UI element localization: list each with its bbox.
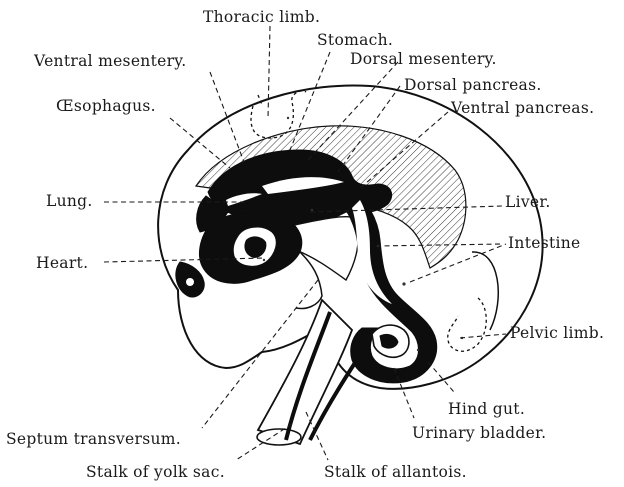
- label-intestine: Intestine: [508, 234, 581, 252]
- label-dorsal-pancreas: Dorsal pancreas.: [404, 76, 542, 94]
- label-stomach: Stomach.: [317, 31, 393, 49]
- label-liver: Liver.: [505, 193, 551, 211]
- label-ventral-pancreas: Ventral pancreas.: [450, 99, 594, 117]
- stalk-cut-end: [257, 429, 301, 445]
- label-hind-gut: Hind gut.: [448, 400, 525, 418]
- label-stalk-allantois: Stalk of allantois.: [324, 463, 467, 481]
- label-stalk-yolk-sac: Stalk of yolk sac.: [86, 463, 225, 481]
- label-ventral-mesentery: Ventral mesentery.: [33, 52, 187, 70]
- label-lung: Lung.: [46, 192, 93, 210]
- label-septum-transversum: Septum transversum.: [6, 430, 181, 448]
- heart-loop-hole: [186, 278, 194, 286]
- label-thoracic-limb: Thoracic limb.: [203, 8, 320, 26]
- label-dorsal-mesentery: Dorsal mesentery.: [350, 50, 497, 68]
- label-oesophagus: Œsophagus.: [56, 97, 156, 115]
- label-urinary-bladder: Urinary bladder.: [412, 424, 546, 442]
- label-heart: Heart.: [36, 254, 88, 272]
- label-pelvic-limb: Pelvic limb.: [510, 324, 604, 342]
